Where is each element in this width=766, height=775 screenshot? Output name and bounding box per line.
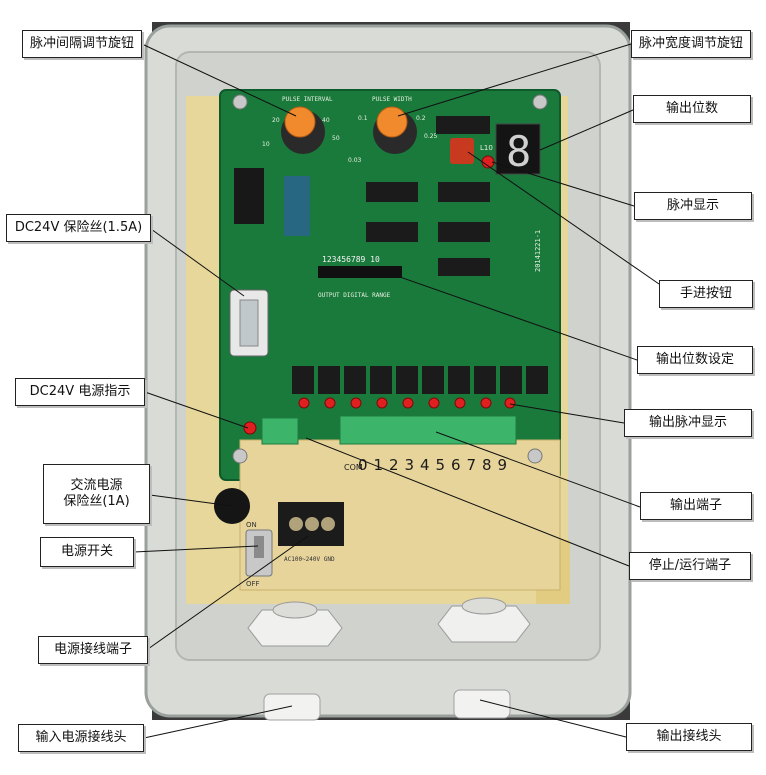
width-tick: 0.2 [416, 115, 426, 122]
dc-connector [234, 168, 264, 224]
pulse-width-knob-callout: 脉冲宽度调节旋钮 [631, 30, 751, 58]
output-led-row [298, 397, 516, 409]
transistor-row [292, 366, 548, 394]
chip [438, 222, 490, 242]
manual-button-body [450, 138, 474, 164]
terminal-label: 7 [467, 456, 477, 474]
width-tick: 0.03 [348, 157, 362, 164]
stop-run-terminal-callout: 停止/运行端子 [629, 552, 751, 580]
terminal-label: 8 [482, 456, 492, 474]
pulse-interval-text: PULSE INTERVAL [282, 96, 333, 103]
terminal-label: 0 [358, 456, 368, 474]
width-tick: 0.25 [424, 133, 438, 140]
chip [438, 182, 490, 202]
ac-power-fuse-callout: 交流电源 保险丝(1A) [43, 464, 150, 524]
range-header [318, 266, 402, 278]
output-connector-callout: 输出接线头 [626, 723, 752, 751]
terminal-label: 3 [405, 456, 415, 474]
interval-tick: 50 [332, 135, 340, 142]
output-pulse-display-callout: 输出脉冲显示 [624, 409, 752, 437]
chip [436, 116, 490, 134]
range-digits: 123456789 10 [322, 255, 380, 264]
power-wiring-terminal-callout: 电源接线端子 [38, 636, 148, 664]
date-text: 20141221-1 [534, 230, 542, 272]
output-gland-bottom [453, 689, 511, 719]
dc24v-power-indicator-callout: DC24V 电源指示 [15, 378, 145, 406]
output-terminal-block [339, 415, 517, 445]
ac-fuse-holder [214, 488, 250, 524]
terminal-label: 2 [389, 456, 399, 474]
output-gland-nut [437, 605, 531, 643]
interval-tick: 20 [272, 117, 280, 124]
dc24v-fuse-callout: DC24V 保险丝(1.5A) [6, 214, 151, 242]
manual-button-callout: 手进按钮 [659, 280, 753, 308]
interval-knob-cap [284, 106, 316, 138]
seven-segment-digit: 8 [506, 127, 531, 176]
width-tick: 0.1 [358, 115, 368, 122]
input-gland-bottom [263, 693, 321, 721]
switch-on-text: ON [246, 521, 257, 529]
power-switch-callout: 电源开关 [40, 537, 134, 567]
pulse-width-text: PULSE WIDTH [372, 96, 412, 103]
width-knob-cap [376, 106, 408, 138]
switch-off-text: OFF [246, 580, 260, 588]
power-terminal-text: AC100~240V GND [284, 556, 335, 563]
output-digits-setting-callout: 输出位数设定 [637, 346, 753, 374]
chip [366, 222, 418, 242]
output-terminal-callout: 输出端子 [640, 492, 752, 520]
chip [366, 182, 418, 202]
output-digital-range-text: OUTPUT DIGITAL RANGE [318, 292, 391, 299]
output-digits-callout: 输出位数 [633, 95, 751, 123]
pulse-led [481, 155, 495, 169]
pulse-interval-knob-callout: 脉冲间隔调节旋钮 [22, 30, 142, 58]
pulse-display-callout: 脉冲显示 [634, 192, 752, 220]
terminal-label: 5 [436, 456, 446, 474]
chip [438, 258, 490, 276]
power-led [243, 421, 257, 435]
terminal-label: 4 [420, 456, 430, 474]
terminal-label: 6 [451, 456, 461, 474]
interval-tick: 10 [262, 141, 270, 148]
terminal-label: 9 [498, 456, 508, 474]
led-label: L10 [480, 144, 493, 152]
interval-tick: 40 [322, 117, 330, 124]
stop-run-terminal-block [261, 417, 299, 445]
terminal-label: 1 [374, 456, 384, 474]
input-power-connector-callout: 输入电源接线头 [18, 724, 144, 752]
